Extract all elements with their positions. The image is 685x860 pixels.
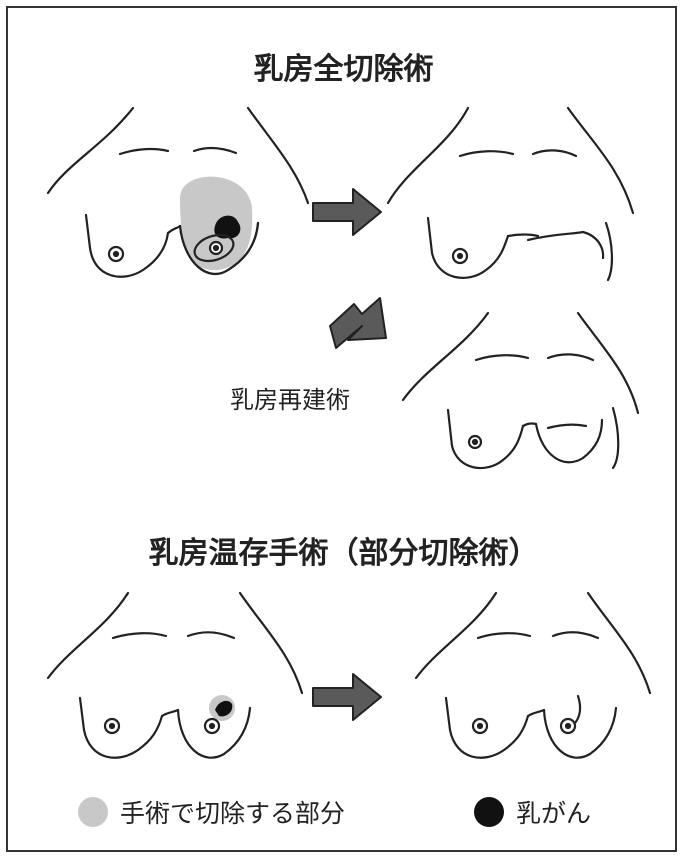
- diagram-frame: 乳房全切除術 乳房温存手術（部分切除術） 乳房再建術: [6, 6, 677, 852]
- title-total-mastectomy: 乳房全切除術: [253, 52, 434, 87]
- torso-after-mastectomy: [386, 106, 635, 282]
- title-breast-conserving-surgery: 乳房温存手術（部分切除術）: [148, 536, 539, 571]
- torso-after-reconstruction: [401, 311, 640, 470]
- legend-label-resection: 手術で切除する部分: [120, 799, 346, 828]
- arrow-right-conserving: [312, 673, 382, 721]
- arrow-right-mastectomy: [312, 188, 382, 236]
- legend-cancer: 乳がん: [474, 794, 591, 830]
- legend-label-cancer: 乳がん: [516, 799, 592, 828]
- torso-after-conserving: [414, 591, 652, 759]
- legend-swatch-gray: [78, 797, 108, 827]
- legend-resection-area: 手術で切除する部分: [78, 794, 345, 830]
- torso-before-conserving: [46, 591, 304, 759]
- torso-before-mastectomy: [46, 106, 310, 278]
- legend-swatch-black: [474, 797, 504, 827]
- cancer-conserving: [215, 700, 233, 717]
- surgery-illustrations: [46, 106, 652, 759]
- cancer-mastectomy: [214, 215, 241, 239]
- label-breast-reconstruction: 乳房再建術: [230, 386, 350, 414]
- arrow-down-right-reconstruction: [329, 297, 387, 349]
